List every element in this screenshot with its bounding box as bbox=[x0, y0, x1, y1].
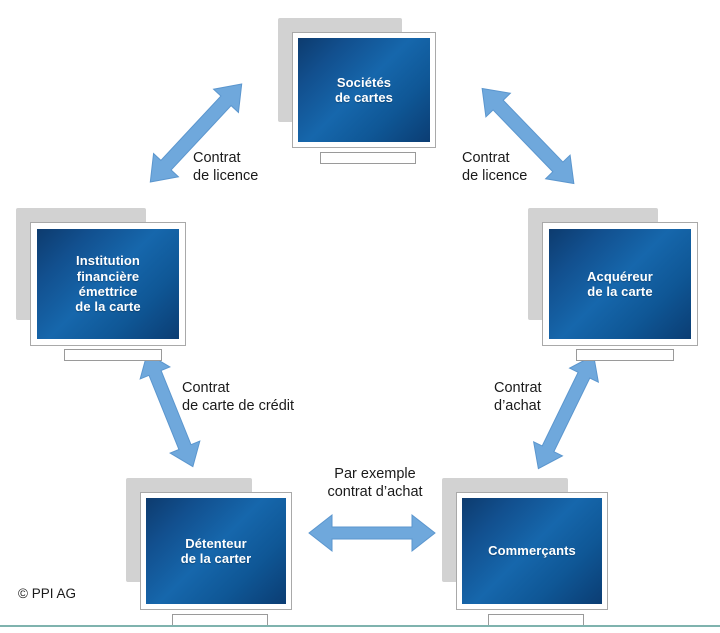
edge-label-cardholder-issuer: Contrat de carte de crédit bbox=[182, 380, 295, 414]
node-screen: Sociétés de cartes bbox=[298, 38, 430, 142]
node-stand bbox=[64, 349, 162, 361]
node-screen: Commerçants bbox=[462, 498, 602, 604]
edge-label-issuer-card-companies: Contrat de licence bbox=[193, 150, 259, 184]
bottom-divider bbox=[0, 625, 720, 627]
copyright-notice: © PPI AG bbox=[18, 586, 76, 601]
node-acquirer[interactable]: Acquéreur de la carte bbox=[528, 208, 710, 361]
node-cardholder[interactable]: Détenteur de la carter bbox=[126, 478, 302, 626]
node-stand bbox=[576, 349, 674, 361]
node-label: Institution financière émettrice de la c… bbox=[75, 253, 141, 315]
node-label: Sociétés de cartes bbox=[335, 74, 393, 105]
node-issuing-institution[interactable]: Institution financière émettrice de la c… bbox=[16, 208, 198, 361]
arrow-cardholder-merchants bbox=[308, 513, 436, 553]
node-label: Acquéreur de la carte bbox=[587, 268, 653, 299]
node-label: Détenteur de la carter bbox=[180, 535, 252, 566]
node-screen: Détenteur de la carter bbox=[146, 498, 286, 604]
edge-label-card-companies-acquirer: Contrat de licence bbox=[462, 150, 528, 184]
node-screen: Acquéreur de la carte bbox=[549, 229, 691, 339]
edge-label-merchants-acquirer: Contrat d’achat bbox=[494, 380, 542, 414]
node-screen: Institution financière émettrice de la c… bbox=[37, 229, 179, 339]
node-stand bbox=[320, 152, 416, 164]
node-label: Commerçants bbox=[488, 543, 576, 559]
node-card-companies[interactable]: Sociétés de cartes bbox=[278, 18, 438, 164]
edge-label-cardholder-merchants: Par exemple contrat d’achat bbox=[327, 466, 423, 500]
node-merchants[interactable]: Commerçants bbox=[442, 478, 618, 626]
